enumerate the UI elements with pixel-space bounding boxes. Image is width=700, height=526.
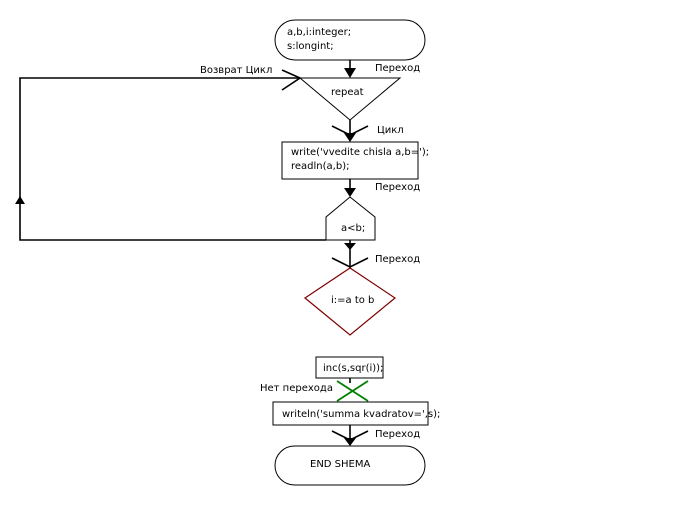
output-text: writeln('summa kvadratov=',s); [282, 409, 440, 420]
arrowhead-3 [344, 188, 356, 197]
label-return-cycle: Возврат Цикл [200, 65, 272, 76]
condition-text: a<b; [341, 223, 365, 234]
label-transition-2: Переход [375, 182, 420, 193]
label-cycle: Цикл [377, 125, 404, 136]
input-text-1: write('vvedite chisla a,b='); [291, 147, 429, 158]
for-loop-text: i:=a to b [331, 295, 374, 306]
repeat-block[interactable] [298, 77, 402, 121]
repeat-text: repeat [331, 87, 364, 98]
arrowhead-6 [344, 438, 356, 446]
end-text: END SHEMA [310, 459, 370, 470]
arrowhead-4 [344, 243, 356, 250]
declaration-block[interactable] [274, 19, 426, 61]
inc-text: inc(s,sqr(i)); [323, 363, 383, 374]
condition-block[interactable] [325, 196, 376, 241]
label-transition-1: Переход [375, 63, 420, 74]
for-loop-block[interactable] [303, 267, 397, 336]
declaration-text-2: s:longint; [287, 41, 334, 52]
input-block[interactable] [281, 141, 419, 180]
arrowhead-1 [344, 68, 356, 78]
return-loop-line [19, 77, 326, 241]
label-no-transition: Нет перехода [260, 383, 333, 394]
label-transition-4: Переход [375, 429, 420, 440]
arrowhead-2 [344, 133, 356, 142]
input-text-2: readln(a,b); [291, 161, 349, 172]
label-transition-3: Переход [375, 254, 420, 265]
declaration-text-1: a,b,i:integer; [287, 27, 351, 38]
end-block[interactable] [274, 445, 426, 486]
no-transition-cross-b [336, 380, 369, 402]
return-loop-arrowhead [15, 196, 25, 204]
return-entry-mark [281, 69, 302, 91]
transition-mark-3 [331, 257, 369, 268]
